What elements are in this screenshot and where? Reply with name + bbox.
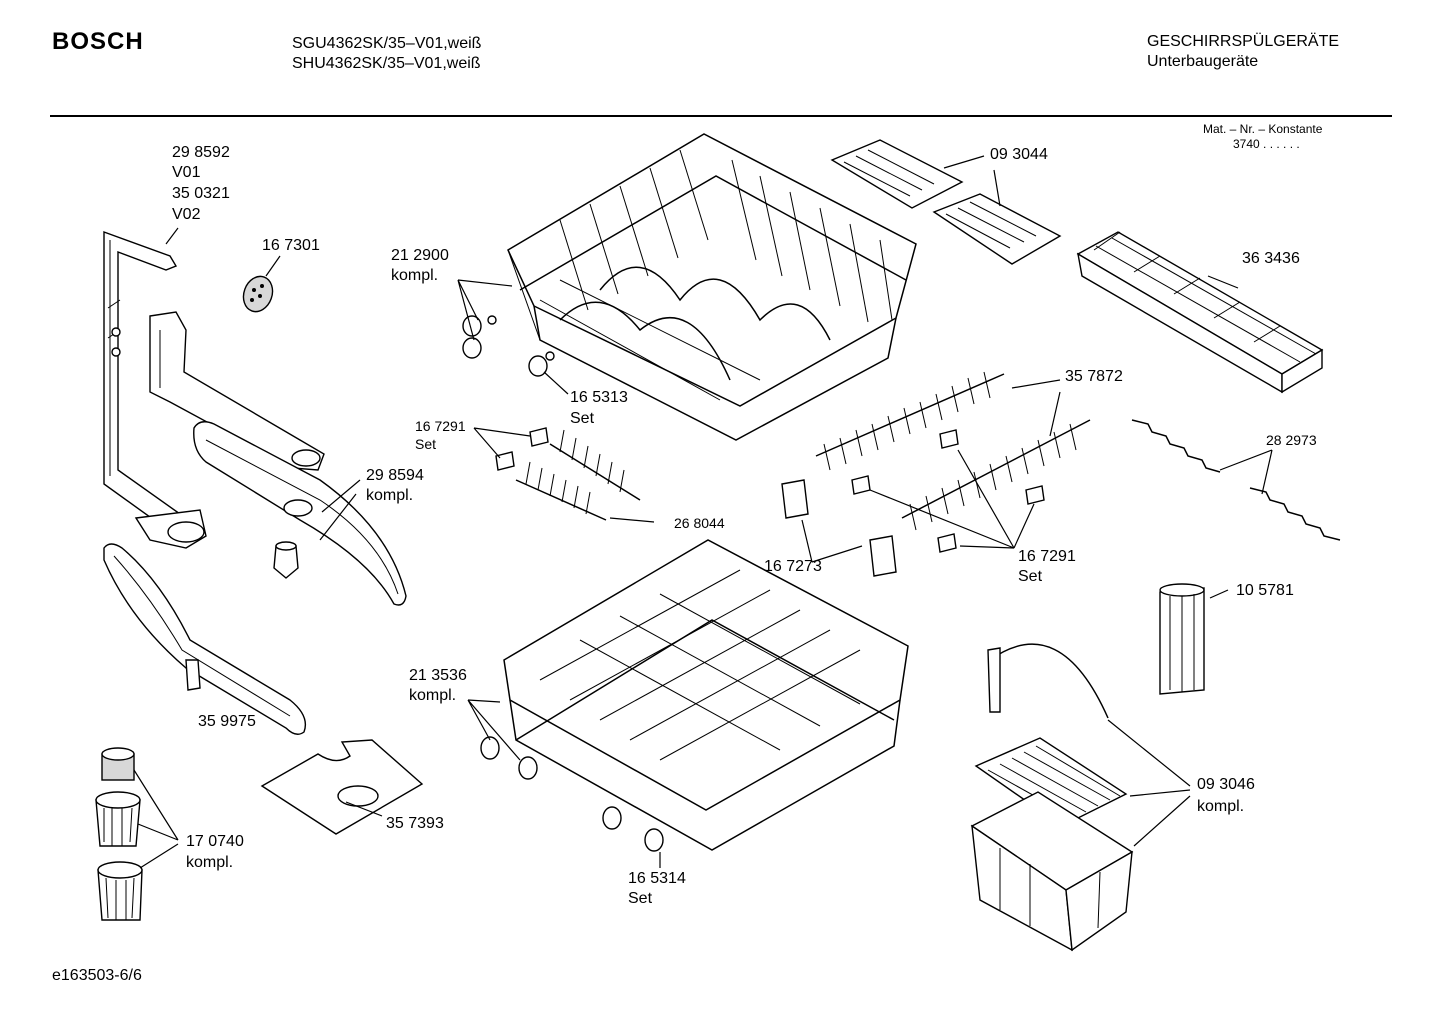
- tine-holder-part: [781, 479, 897, 577]
- spray-pipe-part: [103, 231, 207, 549]
- label-165313: 16 5313: [570, 389, 628, 406]
- cutlery-tray-part: [1076, 231, 1324, 394]
- label-282973: 28 2973: [1266, 432, 1317, 448]
- upper-basket-part: [507, 133, 917, 441]
- clip-set-lower-part: [851, 429, 1045, 553]
- label-357393: 35 7393: [386, 815, 444, 832]
- label-165313-set: Set: [570, 410, 595, 427]
- category-title: GESCHIRRSPÜLGERÄTE: [1147, 33, 1340, 50]
- cup-shelf-part: [830, 139, 1062, 265]
- lower-basket-part: [503, 539, 909, 851]
- lower-spray-arm-part: [103, 543, 307, 735]
- label-167291-upper-set: Set: [415, 436, 437, 452]
- label-298592: 29 8592: [172, 144, 230, 161]
- mat-nr-title: Mat. – Nr. – Konstante: [1203, 122, 1323, 136]
- tine-row-part: [815, 371, 1091, 531]
- upper-basket-wheels: [462, 315, 555, 377]
- clip-set-upper-part: [495, 427, 549, 471]
- lower-basket-wheels: [480, 736, 664, 852]
- model-line-2: SHU4362SK/35–V01,weiß: [292, 55, 481, 72]
- nozzle-disc-part: [242, 275, 274, 313]
- mat-nr-value: 3740 . . . . . .: [1233, 137, 1300, 151]
- leader-lines: [133, 155, 1273, 869]
- category-subtitle: Unterbaugeräte: [1147, 53, 1259, 70]
- label-298592-variant: V01: [172, 164, 201, 181]
- label-165314-set: Set: [628, 890, 653, 907]
- small-tine-row-part: [515, 429, 641, 521]
- label-359975: 35 9975: [198, 713, 256, 730]
- label-167301: 16 7301: [262, 237, 320, 254]
- label-105781: 10 5781: [1236, 582, 1294, 599]
- label-170740-kompl: kompl.: [186, 854, 234, 871]
- label-093046-kompl: kompl.: [1197, 798, 1245, 815]
- label-213536: 21 3536: [409, 667, 467, 684]
- label-298594: 29 8594: [366, 467, 424, 484]
- stepped-rack-part: [1131, 419, 1341, 541]
- label-213536-kompl: kompl.: [409, 687, 457, 704]
- label-350321-variant: V02: [172, 206, 201, 223]
- model-line-1: SGU4362SK/35–V01,weiß: [292, 35, 482, 52]
- upper-spray-arm-part: [193, 421, 407, 606]
- spray-arm-hub-part: [273, 541, 299, 579]
- label-167291-upper: 16 7291: [415, 418, 466, 434]
- label-167273: 16 7273: [764, 558, 822, 575]
- label-212900-kompl: kompl.: [391, 267, 439, 284]
- upper-spray-arm-tube: [149, 311, 325, 471]
- filter-plate-part: [260, 739, 424, 835]
- label-170740: 17 0740: [186, 833, 244, 850]
- label-268044: 26 8044: [674, 515, 725, 531]
- tall-cutlery-cup-part: [1159, 583, 1205, 695]
- brand-logo: BOSCH: [52, 28, 144, 55]
- label-167291-lower-set: Set: [1018, 568, 1043, 585]
- label-093046: 09 3046: [1197, 776, 1255, 793]
- label-350321: 35 0321: [172, 185, 230, 202]
- label-298594-kompl: kompl.: [366, 487, 414, 504]
- label-212900: 21 2900: [391, 247, 449, 264]
- label-167291-lower: 16 7291: [1018, 548, 1076, 565]
- document-id: e163503-6/6: [52, 967, 142, 984]
- label-363436: 36 3436: [1242, 250, 1300, 267]
- label-093044: 09 3044: [990, 146, 1048, 163]
- label-357872: 35 7872: [1065, 368, 1123, 385]
- cutlery-basket-part: [970, 643, 1134, 952]
- label-165314: 16 5314: [628, 870, 686, 887]
- filter-set-part: [95, 747, 143, 921]
